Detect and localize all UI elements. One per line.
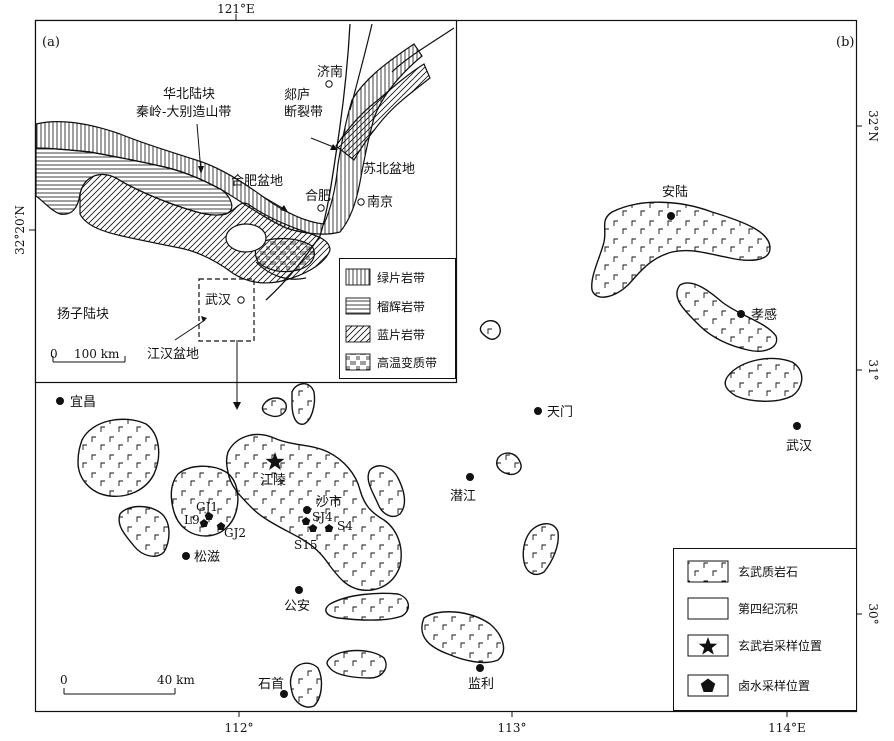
town-shashi: 沙市 [316,494,342,510]
panel-b-tag: (b) [836,35,854,50]
coord-right-32: 32°N [866,110,880,142]
outcrop-small-1 [479,320,502,340]
label-huabei-2: 秦岭-大别造山带 [136,105,231,120]
legend-b-quaternary: 第四纪沉积 [738,602,798,616]
legend-a-blueschist: 蓝片岩带 [377,327,425,342]
sample-l9: L9 [184,513,200,527]
sample-s4: S4 [337,519,353,533]
inset-scale-bar [52,356,126,363]
label-tanlu-2: 断裂带 [284,105,323,120]
hefei-pluton [225,223,267,253]
coord-left-3220: 32°20′N [13,205,27,255]
basalt-sample-star [265,452,285,470]
inset-legend [339,258,456,379]
tanlu-fault [265,23,351,301]
inset-scale-label: 100 km [74,347,120,361]
coord-right-30: 30° [866,603,880,624]
town-gongan: 公安 [284,599,310,614]
outcrop-songzi-small [118,505,170,557]
b-scale-label: 40 km [157,673,195,687]
town-markers [56,212,801,698]
b-scale-zero: 0 [60,673,68,687]
outcrop-xiaogan [676,282,778,352]
legend-a-ht: 高温变质带 [377,355,437,370]
label-hefei: 合肥 [305,189,331,204]
outcrop-lowmid [522,523,559,576]
label-tanlu-1: 郯庐 [284,88,310,103]
label-huabei-1: 华北陆块 [163,86,215,102]
basalt-outcrops [77,201,803,708]
sample-gj1: GJ1 [196,500,218,514]
legend-b-basalt: 玄武质岩石 [738,564,798,579]
panel-b-scale-bar [63,688,176,695]
coord-right-31: 31° [866,359,880,380]
coord-bottom-113: 113° [498,721,527,735]
coord-bottom-114: 114°E [768,721,806,735]
outcrop-anlu [591,201,771,298]
outcrop-gongan-band [325,592,409,621]
brine-sample-markers [199,512,334,532]
legend-b-pentagon: 卤水采样位置 [738,678,810,693]
town-anlu: 安陆 [662,184,688,200]
town-yichang: 宜昌 [70,395,96,410]
outcrop-gj [170,465,239,537]
outcrop-yichang [77,418,160,497]
town-shishou: 石首 [258,677,284,692]
label-hefei-basin: 合肥盆地 [231,174,283,189]
outcrop-shishou [289,662,323,708]
panel-a-tag: (a) [42,35,60,50]
town-qianjiang: 潜江 [450,489,476,504]
town-songzi: 松滋 [194,550,220,565]
label-jianghan: 江汉盆地 [147,347,199,362]
label-jinan: 济南 [317,64,343,80]
town-jiangling: 江陵 [260,473,286,488]
panel-b-legend [673,548,857,711]
legend-b-star: 玄武岩采样位置 [738,638,822,653]
sample-gj2: GJ2 [224,526,246,540]
inset-scale-zero: 0 [50,347,58,361]
label-nanjing: 南京 [367,194,393,210]
outcrop-jiangling [225,433,402,591]
inset-map [34,19,458,410]
outcrop-qianjiang-s [496,452,522,476]
label-wuhan-inset: 武汉 [205,293,231,308]
outcrop-east [724,357,803,402]
label-yangtze: 扬子陆块 [57,306,109,322]
town-xiaogan: 孝感 [751,307,777,323]
outcrop-jianli [421,611,505,664]
legend-a-greenschist: 绿片岩带 [377,270,425,285]
blueschist-east [335,63,431,161]
outcrop-small-3 [291,383,316,425]
coord-bottom-112: 112° [225,721,254,735]
town-wuhan: 武汉 [786,439,812,454]
sample-sj4: SJ4 [312,510,333,524]
frame-ticks [29,14,862,717]
town-tianmen: 天门 [547,405,573,420]
outcrop-shishou-n [326,649,387,679]
label-subei: 苏北盆地 [363,161,415,177]
sample-s15: S15 [294,538,318,552]
inset-leaders [174,123,337,408]
legend-a-eclogite: 榴辉岩带 [377,299,425,314]
coord-top-121: 121°E [217,2,255,16]
outcrop-shashi-e [367,465,406,518]
town-jianli: 监利 [468,677,494,692]
jianghan-box [198,278,255,342]
outcrop-small-2 [261,397,287,418]
